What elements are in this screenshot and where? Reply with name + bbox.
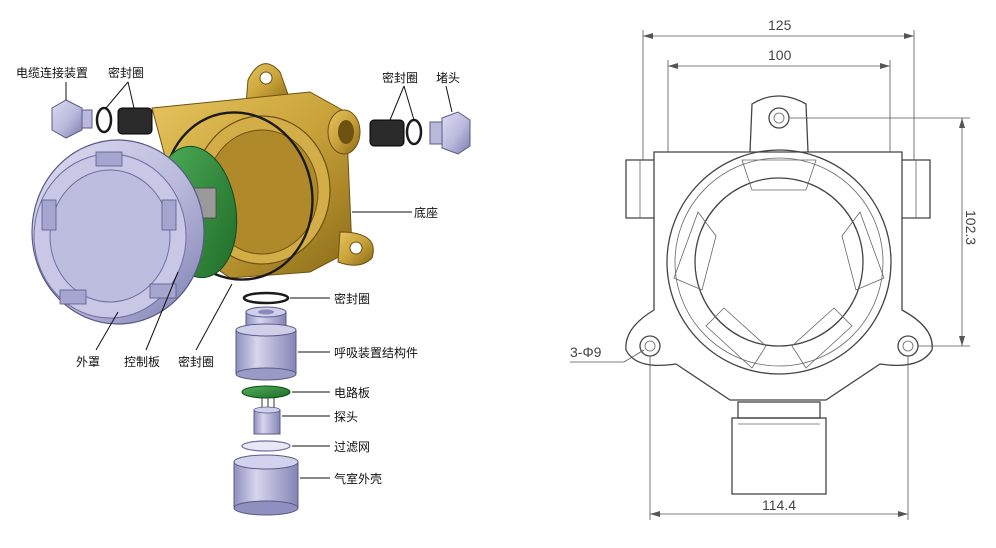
seal-sleeve-right: [369, 119, 405, 147]
label-plug: 堵头: [436, 71, 460, 85]
dim-bottom-width: 114.4: [762, 497, 796, 513]
label-seal-left: 密封圈: [108, 65, 144, 80]
chamber-shell-part: [233, 454, 299, 516]
label-cable-gland: 电缆连接装置: [16, 65, 88, 80]
seal-sleeve-left: [117, 107, 153, 135]
cable-gland: [51, 99, 93, 139]
label-control-board: 控制板: [124, 355, 160, 369]
label-cover: 外罩: [76, 355, 100, 369]
seal-ring-right: [405, 118, 423, 146]
cover: [31, 139, 205, 325]
label-filter: 过滤网: [334, 440, 370, 454]
circuit-board-part: [241, 385, 291, 399]
seal-ring-bottom: [242, 291, 290, 305]
breather-structure: [235, 306, 297, 381]
label-circuit-board: 电路板: [334, 385, 370, 400]
plug: [429, 111, 471, 155]
filter-part: [241, 440, 291, 452]
label-seal-right: 密封圈: [382, 70, 418, 85]
leader-lines: [65, 81, 453, 479]
dim-width-inner: 100: [768, 47, 792, 63]
label-seal-bottom: 密封圈: [334, 291, 370, 306]
label-base: 底座: [414, 205, 438, 220]
label-breather: 呼吸装置结构件: [334, 345, 418, 360]
probe-part: [253, 398, 281, 435]
dimension-drawing: 125 100 102.3 114.4 3-Φ9: [570, 17, 979, 520]
label-seal-cover: 密封圈: [178, 354, 214, 369]
label-probe: 探头: [334, 410, 358, 424]
seal-ring-left: [95, 106, 113, 134]
dim-hole-callout: 3-Φ9: [570, 344, 602, 360]
label-chamber-shell: 气室外壳: [334, 471, 382, 486]
dim-width-overall: 125: [768, 17, 792, 33]
exploded-view: 电缆连接装置 密封圈 密封圈 堵头 底座 密封圈 呼吸装置结构件 电路板 探头 …: [16, 63, 471, 516]
dim-height: 102.3: [963, 210, 979, 245]
